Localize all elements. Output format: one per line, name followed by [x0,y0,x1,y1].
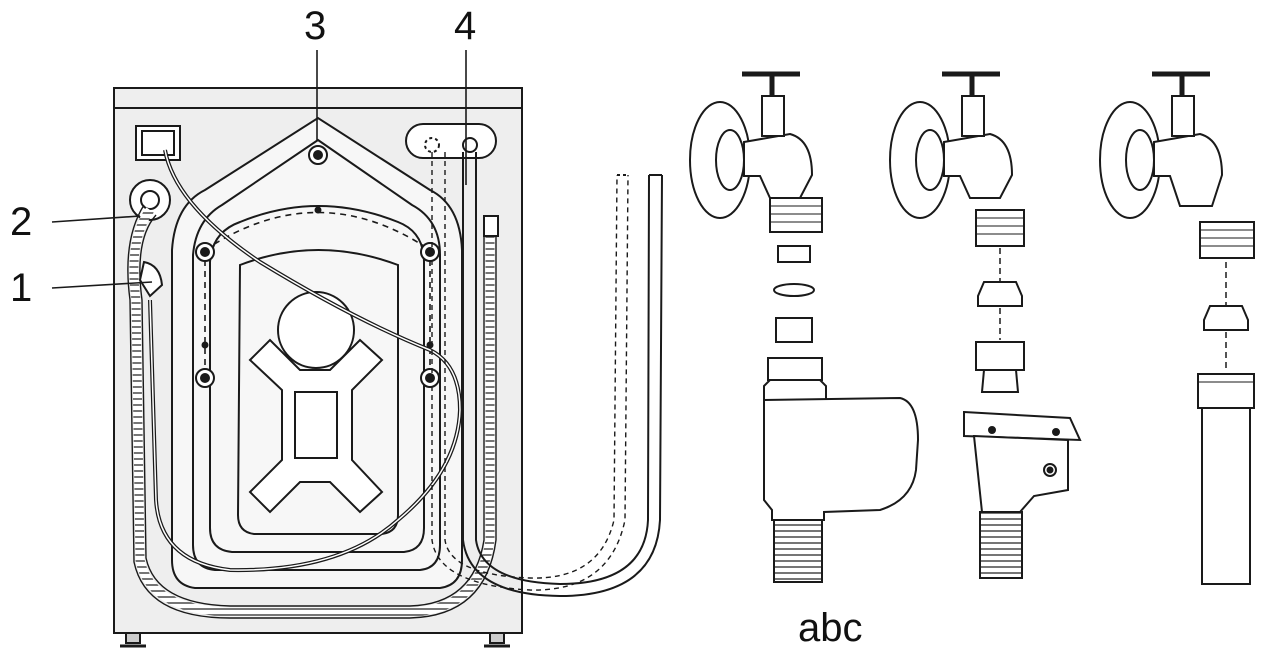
hose-clip [138,260,164,298]
diagram-caption: abc [798,606,863,650]
drain-hose-holder [405,123,497,159]
drain-hose [462,152,663,598]
inlet-hose-end [483,215,499,237]
machine-foot-right [489,632,505,644]
callout-label-1: 1 [10,266,33,310]
callout-label-3: 3 [304,4,327,48]
inlet-port [129,179,171,221]
drain-hose-dashed [431,152,629,591]
transport-bolts [195,145,440,388]
callout-leaders [51,50,467,289]
callout-label-4: 4 [454,4,477,48]
hose-connector-icon [763,245,920,583]
callout-label-2: 2 [10,200,33,244]
water-tap-icon [689,71,823,233]
machine-foot-left [125,632,141,644]
washing-machine-back-icon [113,87,663,648]
inlet-hose [129,207,495,617]
machine-top-panel [113,87,523,109]
hose-connector-icon [963,248,1082,579]
water-tap-icon [1099,71,1255,259]
water-tap-icon [889,71,1025,247]
hose-connector-icon [1197,262,1255,585]
back-opening [277,291,355,369]
